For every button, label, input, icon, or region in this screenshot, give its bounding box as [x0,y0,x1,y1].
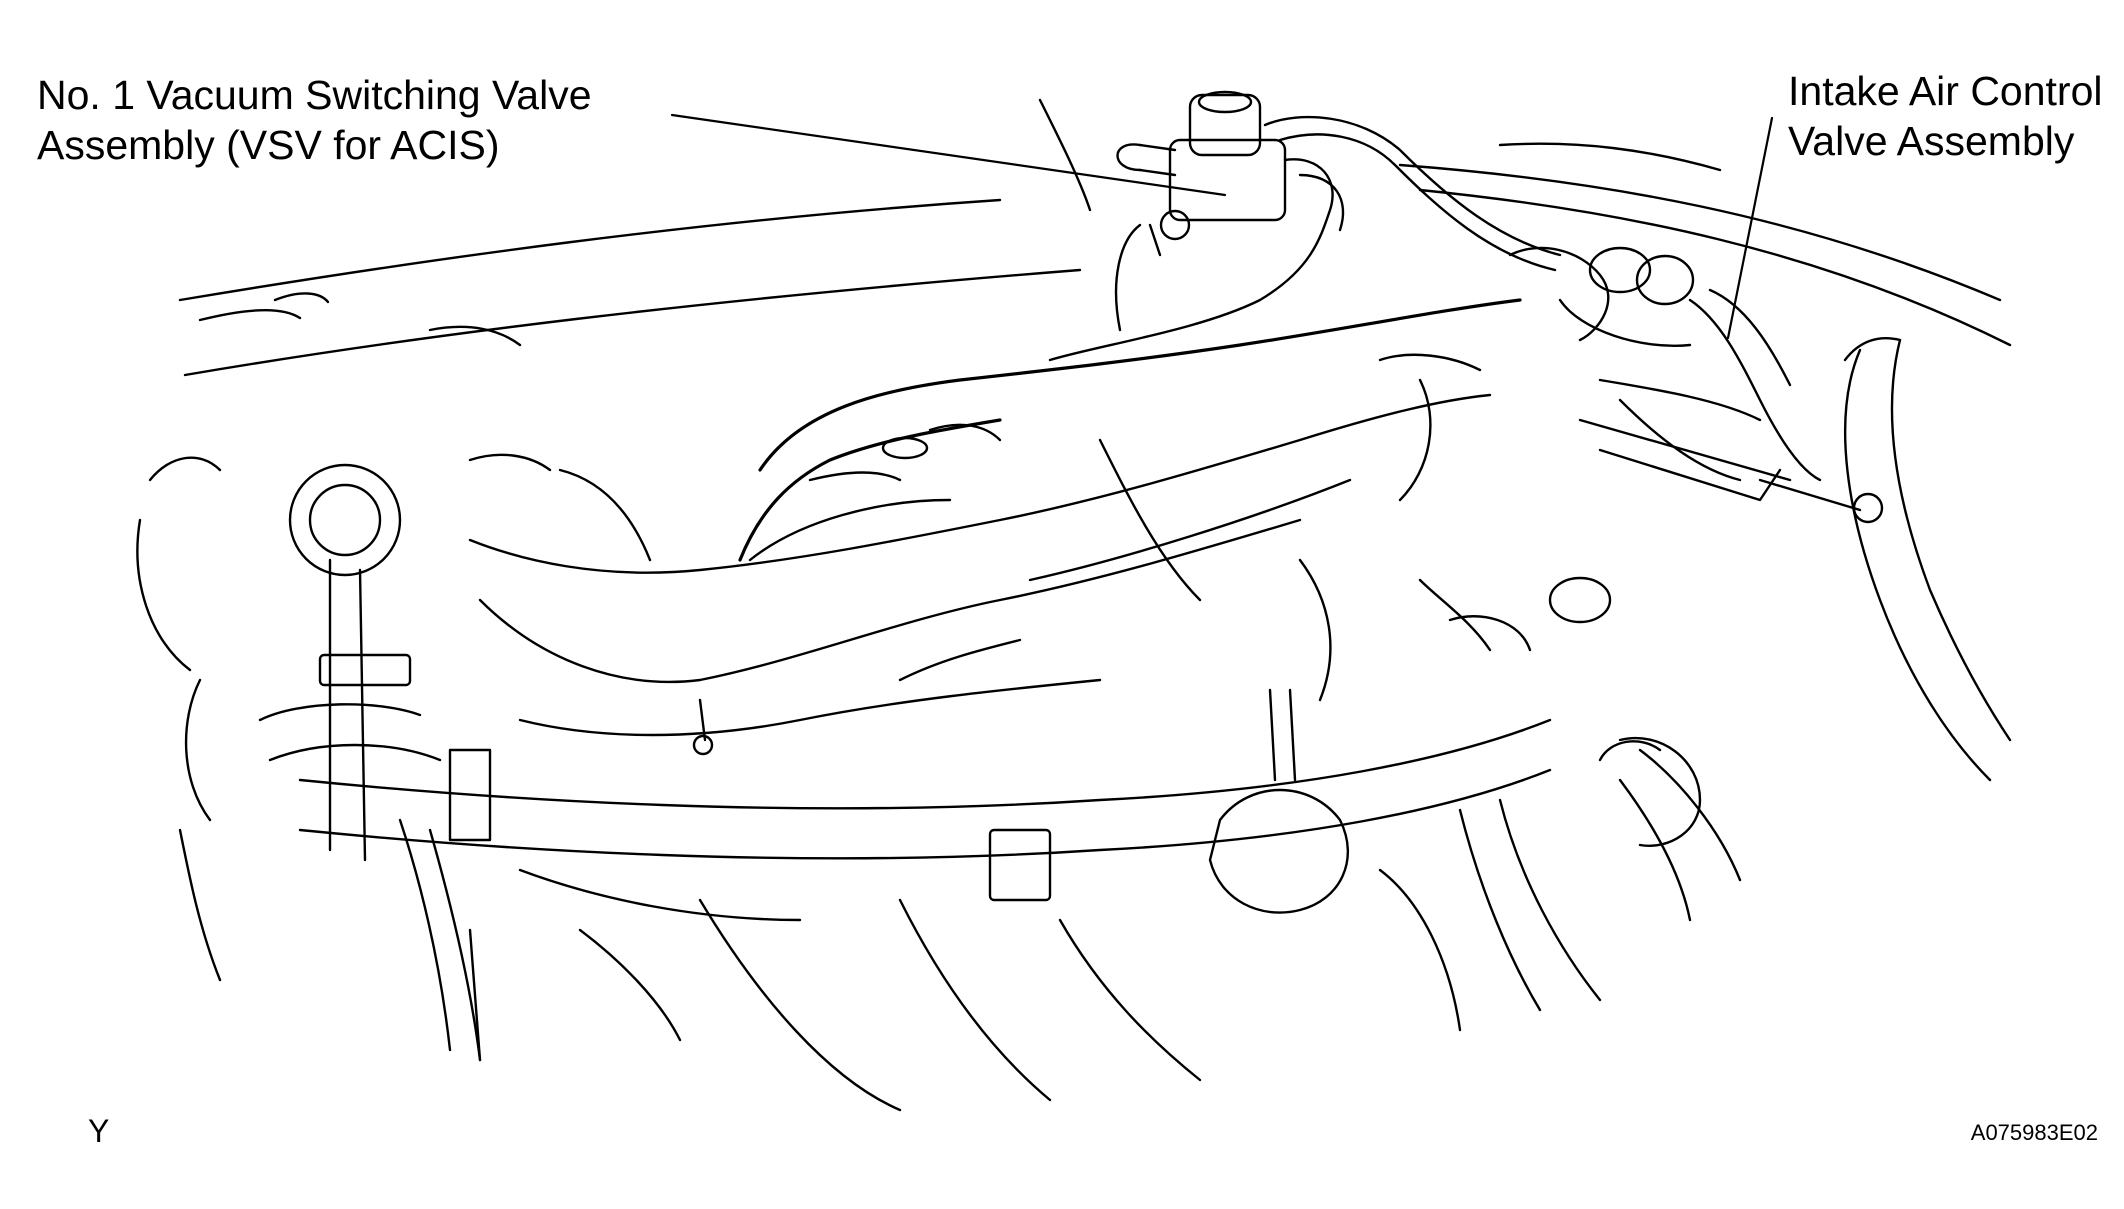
vsv-callout-line2: Assembly (VSV for ACIS) [37,122,500,168]
vsv-callout-label: No. 1 Vacuum Switching Valve Assembly (V… [37,70,592,170]
vsv-callout-line1: No. 1 Vacuum Switching Valve [37,72,592,118]
intake-air-control-valve [1508,246,1884,524]
figure-id: A075983E02 [1970,1120,2098,1145]
intake-surge-tank [468,298,1522,737]
background-contours [178,98,2012,377]
iacv-callout-label: Intake Air Control Valve Assembly [1788,66,2103,166]
iacv-callout-line1: Intake Air Control [1788,68,2103,114]
iacv-leader-line [1726,116,1774,340]
view-marker: Y [88,1113,110,1149]
front-caps [1208,576,1702,914]
lower-bracket [298,688,1552,922]
vsv-assembly [1048,90,1562,362]
iacv-callout-line2: Valve Assembly [1788,118,2075,164]
right-hoses [1378,337,2012,1032]
vsv-leader-line [670,113,1227,197]
lower-structure [178,828,1202,1112]
throttle-body [136,453,652,1062]
